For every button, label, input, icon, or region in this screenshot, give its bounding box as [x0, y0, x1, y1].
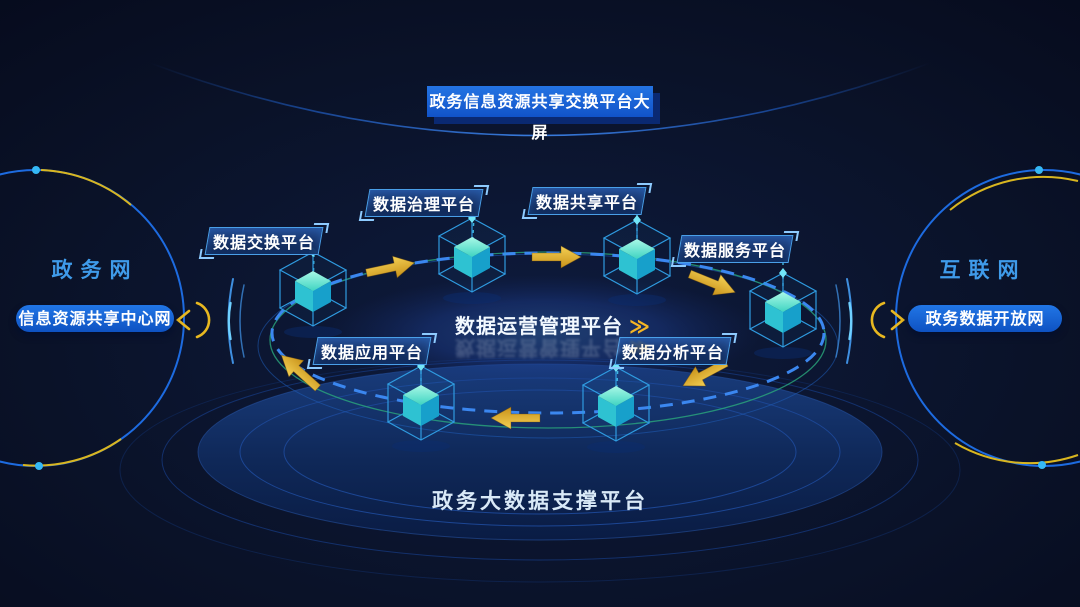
dome-arc — [149, 62, 931, 137]
right-network-title: 互联网 — [939, 258, 1027, 282]
label-text: 数据治理平台 — [372, 195, 475, 214]
node-dot-icon — [32, 166, 40, 174]
right-network-circle — [895, 166, 1080, 469]
center-ring-title-text: 数据运营管理平台 — [455, 314, 624, 338]
chevron-left-icon — [175, 309, 191, 331]
label-data-application-platform[interactable]: 数据应用平台 — [312, 337, 432, 365]
page-title: 政务信息资源共享交换平台大屏 — [427, 86, 653, 142]
label-data-sharing-platform[interactable]: 数据共享平台 — [527, 187, 647, 215]
label-text: 数据应用平台 — [320, 343, 423, 362]
node-dot-icon — [1035, 166, 1043, 174]
right-signal-waves — [835, 278, 853, 364]
flow-arrow-icon — [363, 251, 418, 285]
right-network-node-pill[interactable]: 政务数据开放网 — [908, 305, 1062, 332]
data-cube-icon — [749, 267, 817, 360]
left-network-node-pill[interactable]: 信息资源共享中心网 — [16, 305, 174, 332]
base-platform-title: 政务大数据支撑平台 — [432, 489, 648, 513]
label-text: 数据服务平台 — [683, 241, 786, 260]
label-data-service-platform[interactable]: 数据服务平台 — [676, 235, 794, 263]
label-data-governance-platform[interactable]: 数据治理平台 — [364, 189, 484, 217]
base-platform-disc — [119, 357, 961, 583]
center-ring-title[interactable]: 数据运营管理平台≫ — [433, 310, 673, 339]
chevron-right-icon — [890, 309, 906, 331]
flow-arrow-icon — [531, 245, 582, 269]
left-network-title: 政务网 — [51, 258, 139, 282]
right-link-arc — [870, 301, 886, 339]
left-signal-waves — [227, 278, 245, 364]
double-chevron-right-icon: ≫ — [629, 314, 651, 338]
node-dot-icon — [1038, 461, 1046, 469]
label-text: 数据共享平台 — [535, 193, 638, 212]
node-dot-icon — [35, 462, 43, 470]
left-link-arc — [195, 301, 211, 339]
label-text: 数据交换平台 — [212, 233, 315, 252]
left-network-circle — [0, 166, 185, 470]
center-ring-title-reflection: 数据运营管理平台≫ — [455, 336, 651, 360]
label-data-exchange-platform[interactable]: 数据交换平台 — [204, 227, 324, 255]
